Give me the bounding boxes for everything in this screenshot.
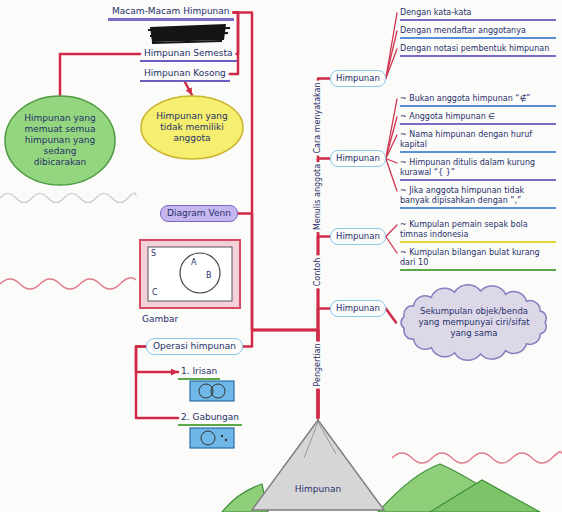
connector — [60, 54, 140, 95]
type-node: Himpunan Kosong — [140, 66, 230, 82]
operation-node: 1. Irisan — [178, 364, 220, 380]
set-circle — [201, 431, 215, 445]
node-text: Himpunan — [336, 303, 380, 314]
leader-line — [386, 237, 397, 254]
heading-node: Macam-Macam Himpunan — [108, 4, 234, 21]
branch-cloud: Himpunan — [330, 70, 386, 87]
topic-cloud: Diagram Venn — [160, 205, 238, 222]
leader-line — [386, 159, 397, 192]
venn-circle — [180, 253, 220, 293]
operation-node: 2. Gabungan — [178, 410, 242, 426]
type-node: Himpunan Semesta — [140, 46, 237, 62]
node-text: Himpunan — [336, 73, 380, 84]
note-text: ~ Anggota himpunan ∈ — [400, 112, 556, 125]
node-text: Himpunan — [336, 153, 380, 164]
node-text: Macam-Macam Himpunan — [112, 6, 230, 17]
note-text: ~ Himpunan ditulis dalam kurung kurawal … — [400, 158, 556, 181]
connector — [230, 13, 238, 75]
connector — [243, 330, 318, 418]
leader-line — [386, 135, 397, 159]
node-text: Himpunan yang tidak memiliki anggota — [156, 111, 228, 144]
note-text: ~ Bukan anggota himpunan “∉” — [400, 94, 556, 107]
leader-line — [386, 117, 397, 159]
node-text: Himpunan yang memuat semua himpunan yang… — [20, 113, 100, 168]
note-text: ~ Jika anggota himpunan tidak banyak dip… — [400, 186, 556, 209]
node-text: 2. Gabungan — [181, 412, 239, 423]
edge-label: Pengertian — [313, 341, 323, 388]
edge-label: Contoh — [313, 256, 323, 289]
diagram-letter: C — [152, 288, 158, 298]
intersection-icon — [190, 381, 234, 401]
node-text: 1. Irisan — [181, 366, 217, 377]
definition-blob: Himpunan yang tidak memiliki anggota — [140, 95, 244, 160]
leader-line — [386, 31, 397, 79]
node-text: Himpunan — [250, 484, 386, 495]
venn-universe — [148, 247, 232, 301]
note-column: ~ Kumpulan pemain sepak bola timnas indo… — [400, 220, 556, 276]
connector — [136, 347, 178, 419]
definition-blob: Himpunan yang memuat semua himpunan yang… — [4, 95, 116, 186]
edge-label: Cara menyatakan — [313, 80, 323, 155]
cloud-line — [0, 193, 136, 203]
scribble — [148, 28, 230, 43]
connector — [234, 13, 319, 419]
note-text: Dengan mendaftar anggotanya — [400, 26, 556, 39]
note-column: ~ Bukan anggota himpunan “∉” ~ Anggota hi… — [400, 94, 556, 214]
blob-fill — [141, 96, 243, 159]
mountain-shading — [304, 422, 336, 458]
set-circle — [211, 384, 225, 398]
diagram-letter: B — [206, 271, 212, 281]
blob-fill — [5, 96, 115, 185]
branch-cloud: Himpunan — [330, 150, 386, 167]
topic-cloud: Operasi himpunan — [146, 338, 243, 355]
note-text: Dengan kata-kata — [400, 8, 556, 21]
leader-line — [386, 49, 397, 79]
node-text: Himpunan Kosong — [144, 68, 226, 79]
node-text: Operasi himpunan — [153, 341, 236, 352]
leader-line — [386, 99, 397, 159]
venn-frame — [140, 240, 240, 308]
branch-cloud: Himpunan — [330, 228, 386, 245]
leader-line — [386, 225, 397, 237]
wavy-line — [392, 452, 562, 463]
diagram-letter: S — [151, 249, 156, 259]
dot — [225, 439, 227, 441]
diagram-letter: Gambar — [142, 314, 178, 324]
dot — [221, 435, 223, 437]
node-text: Diagram Venn — [167, 208, 231, 219]
mountain-node: Himpunan — [250, 418, 386, 510]
connector — [386, 309, 396, 323]
wavy-line — [0, 278, 136, 289]
node-text: Himpunan — [336, 231, 380, 242]
union-icon — [190, 428, 234, 448]
node-text: Sekumpulan objek/benda yang mempunyai ci… — [418, 306, 530, 339]
cloud-fill — [401, 285, 546, 361]
connector — [185, 82, 192, 95]
hill — [430, 480, 540, 512]
note-text: ~ Kumpulan bilangan bulat kurang dari 10 — [400, 248, 556, 271]
note-text: Dengan notasi pembentuk himpunan — [400, 44, 556, 57]
branch-cloud: Himpunan — [330, 300, 386, 317]
mountain-outline — [250, 418, 386, 510]
note-column: Dengan kata-kataDengan mendaftar anggota… — [400, 8, 556, 62]
mountain-fill — [252, 420, 384, 510]
leader-lines — [386, 13, 397, 253]
edge-label: Menulis anggota — [313, 162, 323, 232]
definition-cloud: Sekumpulan objek/benda yang mempunyai ci… — [396, 284, 552, 361]
leader-line — [386, 13, 397, 79]
note-text: ~ Kumpulan pemain sepak bola timnas indo… — [400, 220, 556, 243]
note-text: ~ Nama himpunan dengan huruf kapital — [400, 130, 556, 153]
node-text: Himpunan Semesta — [144, 48, 233, 59]
connector — [238, 214, 318, 419]
diagram-letter: A — [191, 258, 196, 268]
